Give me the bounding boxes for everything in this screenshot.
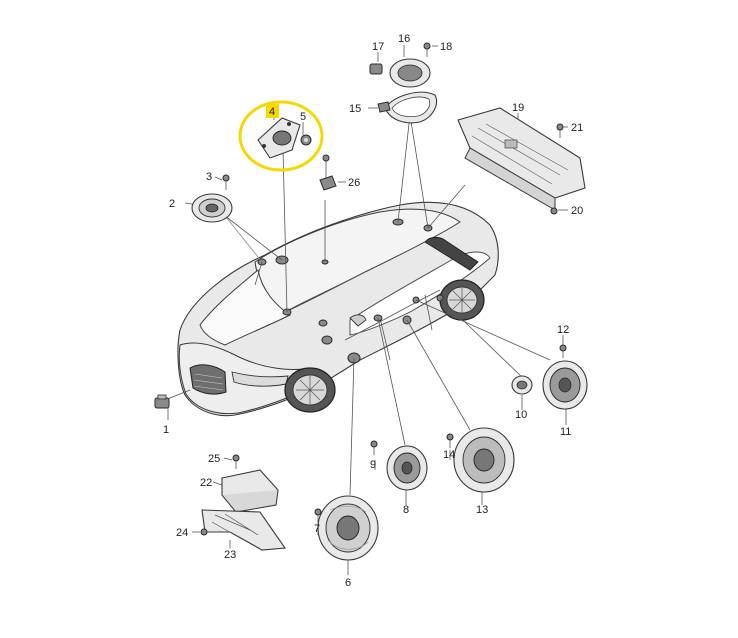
callout-4[interactable]: 4 [269,106,275,118]
part-19-subwoofer-box [457,107,586,211]
part-10-tweeter [511,375,533,395]
callout-19[interactable]: 19 [512,102,524,114]
part-6-door-speaker [317,495,379,561]
part-9-screw [370,440,378,455]
callout-15[interactable]: 15 [349,103,361,115]
part-3-screw [222,174,230,190]
callout-labels: 1 2 3 4 5 6 7 8 9 10 11 12 13 14 15 16 1… [163,33,583,589]
part-20-screw [550,207,558,215]
part-7-screw [314,508,322,522]
callout-13[interactable]: 13 [476,504,488,516]
callout-22[interactable]: 22 [200,477,212,489]
part-1-sensor [154,394,170,409]
callout-25[interactable]: 25 [208,453,220,465]
callout-24[interactable]: 24 [176,527,188,539]
part-21-screw [556,123,564,138]
callout-26[interactable]: 26 [348,177,360,189]
callout-3[interactable]: 3 [206,171,212,183]
callout-9[interactable]: 9 [370,459,376,471]
part-23-bracket [201,509,286,551]
callout-20[interactable]: 20 [571,205,583,217]
callout-6[interactable]: 6 [345,577,351,589]
callout-18[interactable]: 18 [440,41,452,53]
callout-21[interactable]: 21 [571,122,583,134]
part-22-amplifier [221,469,279,513]
part-25-screw [232,454,240,469]
part-13-speaker [453,427,515,493]
part-16-speaker [389,58,431,88]
part-15-gasket [377,91,438,124]
callout-16[interactable]: 16 [398,33,410,45]
callout-2[interactable]: 2 [169,198,175,210]
callout-17[interactable]: 17 [372,41,384,53]
callout-23[interactable]: 23 [224,549,236,561]
part-26-bracket [319,154,337,191]
car-body [177,201,499,417]
callout-14[interactable]: 14 [443,449,455,461]
part-24-screw [200,528,208,536]
part-5-nut [300,134,312,146]
callout-7[interactable]: 7 [314,523,320,535]
part-4-speaker [257,117,301,159]
part-18-screw [423,42,431,57]
callout-11[interactable]: 11 [560,426,571,438]
part-12-screw [559,344,567,358]
part-14-screw [446,433,454,448]
part-11-speaker [542,360,588,410]
part-4-highlight-ring [238,100,324,172]
part-17-clip [369,63,383,75]
callout-8[interactable]: 8 [403,504,409,516]
callout-10[interactable]: 10 [515,409,527,421]
callout-1[interactable]: 1 [163,424,169,436]
part-2-tweeter [191,193,233,223]
callout-4-badge [266,104,279,118]
callout-12[interactable]: 12 [557,324,569,336]
callout-5[interactable]: 5 [300,111,306,123]
part-8-mid-speaker [386,445,428,491]
